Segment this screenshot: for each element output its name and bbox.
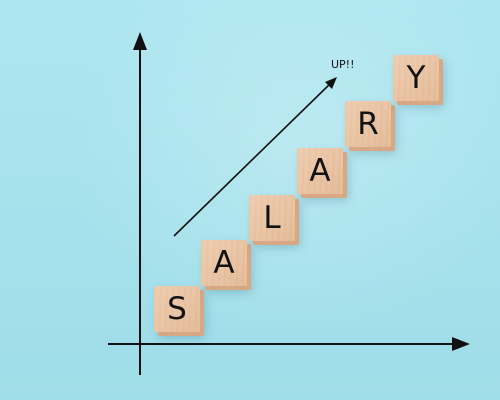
letter-block-a-2: A (297, 148, 343, 194)
letter-block-r: R (345, 101, 391, 147)
letter-block-y: Y (393, 55, 439, 101)
trend-arrow (173, 80, 334, 237)
letter-block-a-1: A (201, 240, 247, 286)
trend-arrow-head-icon (325, 77, 337, 89)
letter-block-s: S (154, 286, 200, 332)
y-axis-arrow-icon (133, 32, 147, 50)
letter-block-l: L (249, 195, 295, 241)
x-axis-arrow-icon (452, 337, 470, 351)
up-annotation: UP!! (331, 58, 355, 71)
